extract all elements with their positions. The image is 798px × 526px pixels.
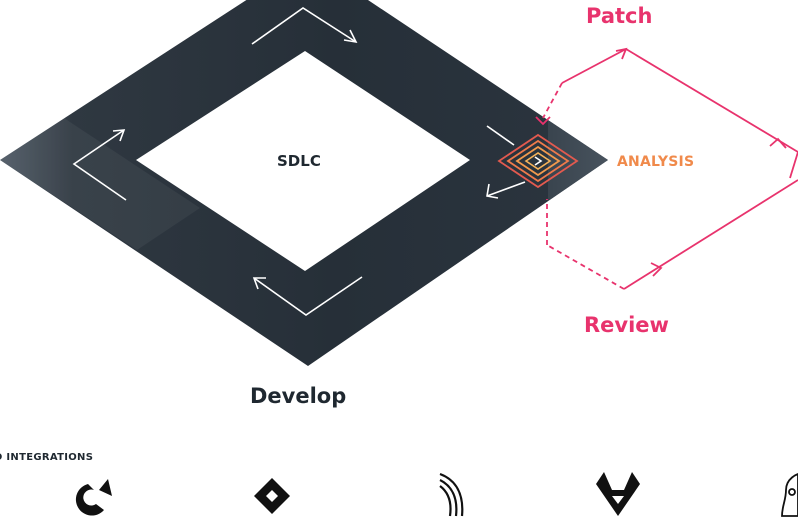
analysis-label: ANALYSIS [617,154,695,170]
arrow-bottom-icon [252,276,363,316]
arrow-top-icon [251,7,358,45]
sdlc-label: SDLC [277,152,321,170]
sdlc-loop [0,0,608,366]
flow-arrows [72,7,526,316]
patch-review-loop [535,47,798,290]
mascot-logo-icon [781,473,798,517]
circular-c-logo-icon [75,479,112,516]
integrations-heading: D INTEGRATIONS [0,452,94,463]
arrow-left-icon [72,129,127,201]
arrow-right-icon [486,125,526,199]
diamond-logo-icon [254,478,290,514]
review-label: Review [584,313,669,337]
signal-arcs-logo-icon [439,472,464,517]
develop-label: Develop [250,384,347,408]
fox-logo-icon [596,472,640,516]
integration-logos [75,472,798,517]
analysis-target-icon [497,133,579,189]
patch-label: Patch [586,4,653,28]
